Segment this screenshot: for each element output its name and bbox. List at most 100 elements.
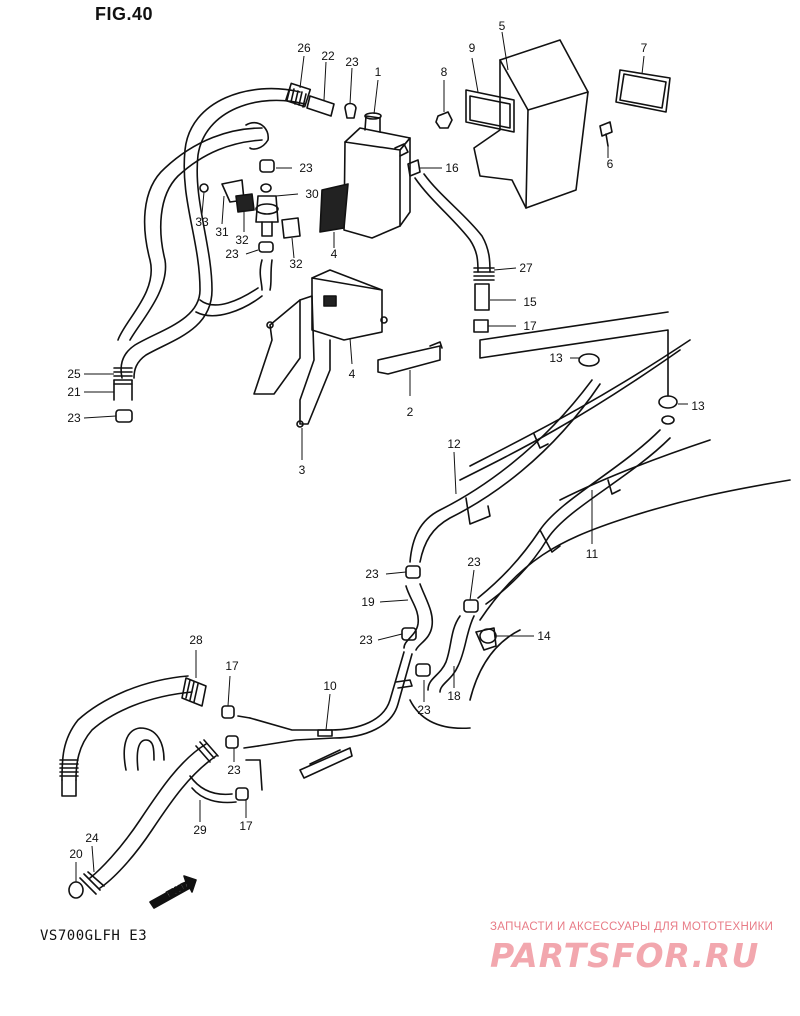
callout-c2: 2: [407, 405, 414, 419]
bolt-6: [599, 121, 613, 147]
callout-c12: 12: [447, 437, 461, 451]
leader-10: [325, 693, 331, 731]
callout-c30: 30: [305, 187, 319, 201]
cover-5-ridge: [527, 91, 589, 111]
callout-c28: 28: [189, 633, 203, 647]
callout-c20: 20: [69, 847, 83, 861]
hose-24-ribs: [195, 739, 219, 763]
callout-c6: 6: [607, 157, 614, 171]
clamp-17-left-a: [221, 705, 235, 719]
fuel-valve-hose: [259, 259, 273, 291]
hose-28-outer: [61, 675, 189, 781]
callout-c13a: 13: [549, 351, 563, 365]
callout-c27: 27: [519, 261, 533, 275]
vent-hose-lower-outer: [199, 287, 259, 306]
hose-18-inner: [439, 615, 475, 693]
callout-c23a: 23: [345, 55, 359, 69]
hose-24-end-ribs: [79, 871, 105, 895]
hose-29-inner: [191, 787, 237, 804]
pipe-10-clip: [317, 729, 333, 737]
callout-c23g: 23: [467, 555, 481, 569]
callout-c23c: 23: [225, 247, 239, 261]
frame-pipe-12-inner: [419, 383, 601, 563]
callout-c13b: 13: [691, 399, 705, 413]
frame-pipe-11-outer: [477, 429, 661, 599]
callout-c19: 19: [361, 595, 375, 609]
leader-17b: [227, 675, 231, 707]
hose-24-outer: [89, 743, 207, 879]
hose-u-bend-inner: [136, 739, 155, 771]
callout-c4b: 4: [349, 367, 356, 381]
callout-c33: 33: [195, 215, 209, 229]
callout-c23d: 23: [67, 411, 81, 425]
mount-bolt-b: [296, 420, 304, 428]
leader-23e: [385, 571, 407, 575]
pipe-10-bracket-b: [309, 749, 341, 765]
callout-c17c: 17: [239, 819, 253, 833]
hose-ribs-25: [113, 367, 133, 385]
callout-c8: 8: [441, 65, 448, 79]
mount-bracket-3-inner: [299, 295, 331, 425]
hose-28-clamp-ribs: [185, 679, 199, 703]
leader-22: [323, 61, 327, 101]
leader-32b: [291, 237, 295, 259]
hose-u-bend-outer: [123, 727, 165, 771]
callout-c32a: 32: [235, 233, 249, 247]
leader-23a: [349, 67, 353, 105]
frame-panel-lower: [469, 629, 521, 701]
leader-bracket-17: [245, 759, 263, 791]
callout-c24: 24: [85, 831, 99, 845]
leader-31: [221, 195, 225, 225]
clip-16: [407, 159, 421, 177]
hose-19-inner: [415, 583, 434, 651]
hose-joint-15: [474, 283, 490, 311]
frame-tube-lower-c: [559, 439, 711, 501]
hose-20-end: [68, 881, 84, 899]
leader-7: [641, 55, 645, 75]
vent-hose-upper-outer: [120, 87, 301, 379]
frame-bracket-12: [465, 497, 491, 525]
leader-24: [91, 845, 95, 873]
callout-c25: 25: [67, 367, 81, 381]
fuel-valve-stem: [261, 221, 273, 237]
mount-plate-4-pad: [323, 295, 337, 307]
canister-strap: [319, 183, 349, 233]
callout-c5: 5: [499, 19, 506, 33]
hose-28-clamp: [181, 677, 207, 707]
leader-23c: [245, 249, 259, 255]
clamp-23-upper: [259, 159, 275, 173]
callout-c21: 21: [67, 385, 81, 399]
bracket-32-upper: [235, 193, 255, 213]
clamp-17-left-c: [235, 787, 249, 801]
callout-c22: 22: [321, 49, 335, 63]
model-code: VS700GLFH E3: [40, 928, 148, 944]
vacuum-hose-27-clamp: [473, 267, 495, 281]
hose-28-inner: [75, 691, 193, 781]
clamp-23-h19-top: [405, 565, 421, 579]
callout-c3: 3: [299, 463, 306, 477]
pipe-10-b: [257, 653, 413, 747]
fwd-arrow-label: FWD: [165, 881, 190, 901]
callout-c23i: 23: [227, 763, 241, 777]
frame-tube-lower-a: [459, 349, 681, 481]
mount-plate-4-top: [311, 269, 383, 291]
screw-33: [199, 183, 209, 193]
figure-title: FIG.40: [95, 4, 154, 24]
clamp-23-lower: [258, 241, 274, 253]
clip-23-top: [344, 102, 357, 119]
bracket-32-lower: [281, 217, 301, 239]
callout-c4a: 4: [331, 247, 338, 261]
mount-bolt-c: [380, 316, 388, 324]
leader-23f: [377, 633, 403, 641]
leader-1: [373, 79, 379, 115]
pipe-10-c: [237, 715, 259, 749]
leader-26: [299, 55, 305, 89]
hose-ribs-26: [286, 87, 307, 108]
watermark-logo: PARTSFOR.RU: [490, 936, 760, 975]
hose-19-outer: [403, 585, 420, 649]
vent-hose-upper-inner: [133, 99, 306, 379]
callout-c23f: 23: [359, 633, 373, 647]
callout-c14: 14: [537, 629, 551, 643]
